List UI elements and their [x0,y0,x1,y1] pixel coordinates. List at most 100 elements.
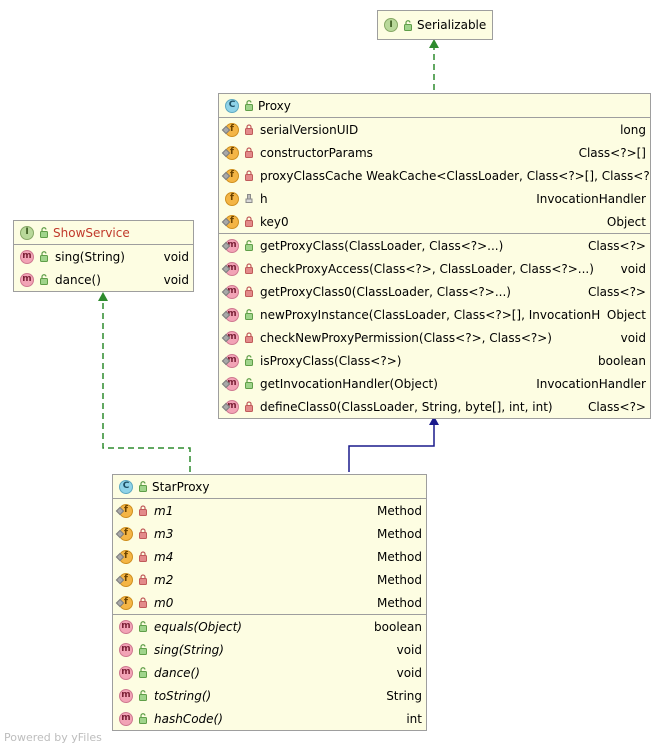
method-icon: m [119,665,133,680]
member-type: void [620,330,646,345]
class-icon: C [119,479,133,494]
member-type: void [163,249,189,264]
class-header: I Serializable [378,11,492,39]
member-name: constructorParams [260,145,373,160]
method-row[interactable]: m checkNewProxyPermission(Class<?>, Class… [219,326,650,349]
watermark: Powered by yFiles [4,731,102,744]
field-icon: f [225,191,239,206]
public-icon [138,667,148,678]
private-lock-icon [138,597,148,608]
public-icon [39,274,49,285]
public-icon [244,378,254,389]
member-type: InvocationHandler [536,376,646,391]
field-icon: f [225,122,239,137]
private-lock-icon [138,528,148,539]
member-type: InvocationHandler [536,191,646,206]
member-name: serialVersionUID [260,122,359,137]
field-icon: f [225,214,239,229]
method-icon: m [119,619,133,634]
class-header: C Proxy [219,94,650,118]
class-title: Serializable [417,18,487,32]
member-type: int [406,711,422,726]
interface-icon: I [20,225,34,240]
private-lock-icon [138,505,148,516]
method-icon: m [119,642,133,657]
member-name: getInvocationHandler(Object) [260,376,438,391]
method-icon: m [225,330,239,345]
method-icon: m [225,399,239,414]
edge-starproxy-extends-proxy [348,416,439,472]
method-icon: m [225,261,239,276]
member-type: Class<?> [587,399,646,414]
serializable-interface[interactable]: I Serializable [377,10,493,40]
member-type: Method [376,595,422,610]
member-name: proxyClassCache WeakCache<ClassLoader, C… [260,168,650,183]
member-name: m0 [154,595,174,610]
public-icon [138,713,148,724]
member-type: Object [606,214,646,229]
method-row[interactable]: m defineClass0(ClassLoader, String, byte[… [219,395,650,418]
member-name: m2 [154,572,174,587]
member-name: dance() [154,665,200,680]
member-type: boolean [598,353,646,368]
member-type: Object [606,307,646,322]
member-type: void [396,642,422,657]
member-type: Class<?> [587,284,646,299]
public-icon [244,355,254,366]
field-icon: f [225,145,239,160]
public-icon [138,621,148,632]
private-lock-icon [244,216,254,227]
class-icon: C [225,98,239,113]
member-type: Method [376,549,422,564]
class-header: I ShowService [14,221,193,245]
private-lock-icon [244,263,254,274]
member-name: equals(Object) [154,619,242,634]
field-icon: f [225,168,239,183]
field-row[interactable]: f proxyClassCache WeakCache<ClassLoader, … [219,164,650,187]
private-lock-icon [138,551,148,562]
public-icon [244,100,254,111]
public-icon [138,481,148,492]
private-lock-icon [244,401,254,412]
member-name: getProxyClass0(ClassLoader, Class<?>...) [260,284,511,299]
member-name: checkProxyAccess(Class<?>, ClassLoader, … [260,261,594,276]
method-row[interactable]: m dance() void [113,661,426,684]
member-type: void [396,665,422,680]
method-icon: m [20,249,34,264]
class-title: StarProxy [152,479,210,494]
member-type: Class<?> [587,238,646,253]
member-name: defineClass0(ClassLoader, String, byte[]… [260,399,553,414]
private-lock-icon [244,124,254,135]
method-row[interactable]: m checkProxyAccess(Class<?>, ClassLoader,… [219,257,650,280]
public-icon [244,309,254,320]
member-name: checkNewProxyPermission(Class<?>, Class<… [260,330,552,345]
